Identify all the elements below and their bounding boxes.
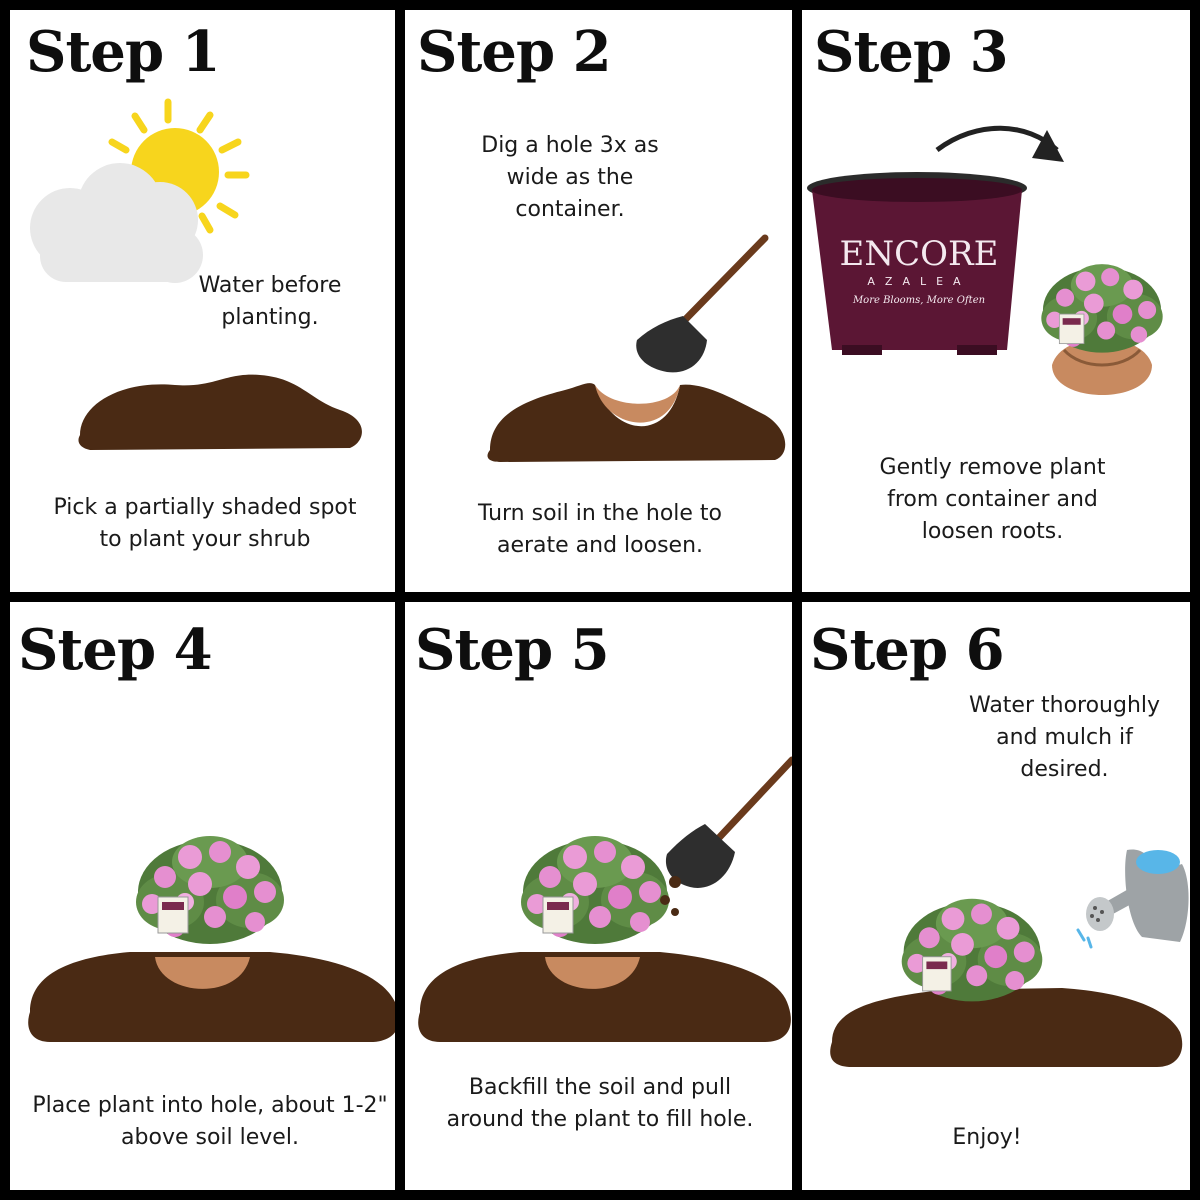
step-5-illustration [418, 756, 792, 1042]
step-title: Step 3 [814, 19, 1009, 85]
step-1-panel: Step 1 Water before planting. Pick a par… [10, 10, 395, 592]
step-title: Step 6 [810, 617, 1005, 683]
soil-mound [830, 988, 1183, 1067]
step-6-illustration [830, 849, 1189, 1067]
dug-hole [595, 385, 680, 423]
soil-mound [78, 374, 362, 450]
step-title: Step 5 [415, 617, 610, 683]
pot-tagline-text: More Blooms, More Often [852, 295, 985, 306]
pot-sub-text: AZALEA [867, 275, 970, 288]
step-title: Step 2 [417, 19, 612, 85]
step-2-illustration [487, 234, 786, 462]
step-4-panel: Step 4 Place plant into hole, about 1-2"… [10, 602, 395, 1190]
step-5-panel: Step 5 Backfill the soil and pull around… [405, 602, 792, 1190]
step-caption: Place plant into hole, about 1-2" above … [32, 1093, 388, 1150]
cloud-icon [30, 163, 203, 283]
azalea-plant [1040, 263, 1164, 395]
shovel-icon [665, 756, 792, 888]
step-caption-bottom: Pick a partially shaded spot to plant yo… [53, 495, 357, 552]
falling-soil [660, 876, 681, 916]
soil-mound [28, 952, 395, 1042]
step-3-panel: ENCORE AZALEA More Blooms, More Often St… [802, 10, 1190, 592]
water-drops-icon [1076, 928, 1093, 949]
step-caption-top: Dig a hole 3x as wide as the container. [481, 133, 659, 222]
step-4-illustration [28, 835, 395, 1042]
step-caption: Backfill the soil and pull around the pl… [446, 1075, 754, 1132]
pot-brand-text: ENCORE [840, 234, 999, 274]
step-caption: Gently remove plant from container and l… [879, 455, 1106, 544]
azalea-plant [520, 835, 670, 945]
step-title: Step 1 [26, 19, 221, 85]
step-caption-bottom: Enjoy! [952, 1125, 1022, 1150]
step-1-illustration [30, 98, 362, 450]
root-ball [155, 957, 250, 989]
encore-pot: ENCORE AZALEA More Blooms, More Often [807, 172, 1027, 355]
soil-mound [418, 952, 791, 1042]
soil-mound [487, 383, 786, 462]
watering-can-icon [1086, 849, 1189, 942]
azalea-plant [135, 835, 285, 945]
step-6-panel: Step 6 Water thoroughly and mulch if des… [802, 602, 1190, 1190]
step-2-panel: Step 2 Dig a hole 3x as wide as the cont… [405, 10, 792, 592]
arrow-icon [935, 125, 1064, 162]
shovel-icon [636, 234, 769, 373]
step-3-illustration: ENCORE AZALEA More Blooms, More Often [807, 125, 1164, 395]
root-ball [545, 957, 640, 989]
step-caption-bottom: Turn soil in the hole to aerate and loos… [477, 501, 723, 558]
azalea-plant [901, 898, 1043, 1002]
step-caption-top: Water thoroughly and mulch if desired. [968, 693, 1161, 782]
step-caption-top: Water before planting. [198, 273, 342, 330]
step-title: Step 4 [18, 617, 213, 683]
